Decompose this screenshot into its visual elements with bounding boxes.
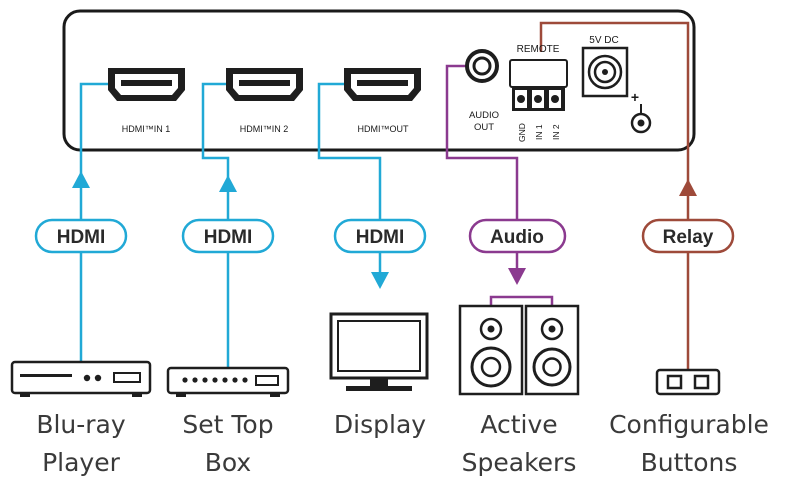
power-polarity-label: + bbox=[631, 89, 639, 105]
endpoint-caption-blu-ray-player: Blu-ray Player bbox=[0, 406, 162, 482]
audio-out-label-line2: OUT bbox=[474, 122, 494, 133]
arrow-up-icon bbox=[679, 179, 697, 196]
audio-jack-icon bbox=[465, 49, 499, 83]
endpoint-caption-display: Display bbox=[310, 406, 450, 444]
arrow-up-icon bbox=[219, 175, 237, 192]
hdmi-port-icon bbox=[108, 68, 185, 101]
hdmi-in-2-label: HDMI™IN 2 bbox=[240, 124, 289, 134]
caption-line: Configurable bbox=[609, 410, 769, 439]
caption-line: Display bbox=[333, 410, 427, 439]
set-top-box-icon bbox=[166, 366, 290, 397]
relay-cable bbox=[539, 21, 690, 370]
arrow-down-icon bbox=[508, 268, 526, 285]
audio-out-label-line1: AUDIO bbox=[469, 110, 499, 121]
hdmi-cable-3 bbox=[317, 82, 382, 272]
svg-text:HDMI: HDMI bbox=[204, 227, 253, 248]
svg-text:HDMI: HDMI bbox=[57, 227, 106, 248]
caption-line: Player bbox=[42, 448, 120, 477]
caption-line: Buttons bbox=[640, 448, 738, 477]
remote-label: REMOTE bbox=[517, 44, 560, 55]
remote-pin-gnd-label: GND bbox=[517, 123, 527, 142]
configurable-buttons-icon bbox=[655, 368, 721, 396]
audio-cable bbox=[445, 64, 519, 268]
remote-pin-in1-label: IN 1 bbox=[534, 124, 544, 140]
polarity-icon bbox=[630, 104, 652, 134]
display-monitor-icon bbox=[329, 312, 429, 391]
endpoint-caption-active-speakers: Active Speakers bbox=[449, 406, 589, 482]
caption-line: Active bbox=[480, 410, 558, 439]
hdmi-cable-1 bbox=[79, 82, 108, 362]
caption-line: Blu-ray bbox=[36, 410, 126, 439]
endpoint-caption-set-top-box: Set Top Box bbox=[160, 406, 296, 482]
svg-text:Audio: Audio bbox=[490, 227, 544, 248]
connection-label-hdmi-2: HDMI bbox=[181, 218, 275, 254]
hdmi-out-label: HDMI™OUT bbox=[358, 124, 409, 134]
hdmi-port-icon bbox=[226, 68, 303, 101]
connection-label-hdmi-3: HDMI bbox=[333, 218, 427, 254]
hdmi-in-1-label: HDMI™IN 1 bbox=[122, 124, 171, 134]
power-label: 5V DC bbox=[589, 35, 618, 46]
speakers-icon bbox=[458, 295, 580, 396]
endpoint-caption-configurable-buttons: Configurable Buttons bbox=[598, 406, 780, 482]
caption-line: Set Top bbox=[182, 410, 274, 439]
hdmi-port-icon bbox=[344, 68, 421, 101]
terminal-block-icon bbox=[509, 59, 568, 111]
caption-line: Speakers bbox=[461, 448, 577, 477]
caption-line: Box bbox=[204, 448, 252, 477]
connection-label-hdmi-1: HDMI bbox=[34, 218, 128, 254]
svg-text:Relay: Relay bbox=[663, 227, 714, 248]
connection-label-audio: Audio bbox=[468, 218, 567, 254]
connection-label-relay: Relay bbox=[641, 218, 735, 254]
dc-power-jack-icon bbox=[581, 46, 629, 98]
blu-ray-player-icon bbox=[10, 360, 152, 397]
arrow-down-icon bbox=[371, 272, 389, 289]
arrow-up-icon bbox=[72, 171, 90, 188]
remote-pin-in2-label: IN 2 bbox=[551, 124, 561, 140]
svg-text:HDMI: HDMI bbox=[356, 227, 405, 248]
